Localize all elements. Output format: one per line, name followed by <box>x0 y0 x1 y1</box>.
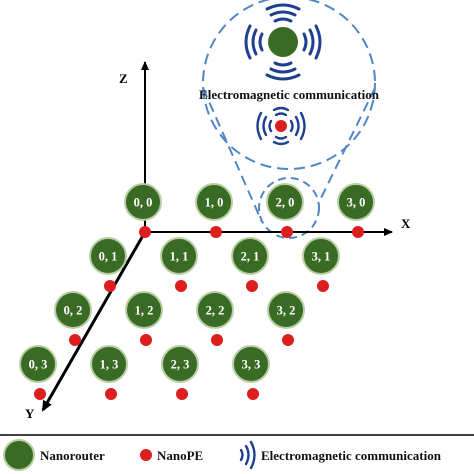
callout-label: Electromagnetic communication <box>199 87 380 102</box>
nanorouter-label: 3, 2 <box>277 304 296 318</box>
nanorouter-node: 2, 0 <box>266 183 304 221</box>
nanorouter-label: 1, 1 <box>170 250 189 264</box>
nanorouter-node: 0, 3 <box>19 345 57 383</box>
legend-nanorouter-label: Nanorouter <box>40 448 105 463</box>
nanorouter-circle <box>54 291 92 329</box>
callout: Electromagnetic communication <box>199 0 380 239</box>
nanorouter-circle <box>125 291 163 329</box>
nanorouter-circle <box>267 291 305 329</box>
nanorouter-label: 2, 3 <box>171 358 190 372</box>
callout-nanorouter <box>244 3 322 81</box>
nanope-node <box>282 334 294 346</box>
nanorouter-label: 3, 3 <box>242 358 261 372</box>
nanorouter-label: 2, 1 <box>241 250 260 264</box>
nanorouter-grid: 0, 0 1, 0 2, 0 3, 0 0, 1 1, 1 2, 1 3, 1 0, 2 1, 2… <box>19 183 375 383</box>
nanorouter-node: 1, 2 <box>125 291 163 329</box>
nanope-icon <box>275 120 287 132</box>
nanorouter-node: 0, 2 <box>54 291 92 329</box>
nanorouter-label: 0, 1 <box>99 250 118 264</box>
nanope-node <box>140 334 152 346</box>
nanope-node <box>246 280 258 292</box>
nanorouter-label: 0, 0 <box>134 196 153 210</box>
nanorouter-node: 3, 3 <box>232 345 270 383</box>
nanope-node <box>210 226 222 238</box>
nanorouter-label: 1, 3 <box>100 358 119 372</box>
nanorouter-circle <box>302 237 340 275</box>
nanorouter-circle <box>195 183 233 221</box>
legend-nanorouter-icon <box>3 439 35 471</box>
nanorouter-circle <box>89 237 127 275</box>
nanope-node <box>211 334 223 346</box>
legend-wave-icon <box>239 440 256 470</box>
nanope-node <box>34 388 46 400</box>
nanorouter-node: 2, 3 <box>161 345 199 383</box>
nanorouter-circle <box>231 237 269 275</box>
legend-nanope-icon <box>140 449 152 461</box>
nanorouter-node: 2, 2 <box>196 291 234 329</box>
callout-connector-left <box>202 87 263 223</box>
legend-nanope-label: NanoPE <box>157 448 203 463</box>
nanorouter-icon <box>268 27 298 57</box>
callout-circle <box>202 0 376 170</box>
nanorouter-circle <box>160 237 198 275</box>
nanope-node <box>104 280 116 292</box>
nanorouter-label: 3, 0 <box>347 196 366 210</box>
nanorouter-label: 1, 0 <box>205 196 224 210</box>
nanope-node <box>247 388 259 400</box>
nanorouter-node: 2, 1 <box>231 237 269 275</box>
nanope-node <box>175 280 187 292</box>
nanorouter-label: 3, 1 <box>312 250 331 264</box>
legend: Nanorouter NanoPE Electromagnetic commun… <box>0 434 474 471</box>
nanorouter-label: 2, 0 <box>276 196 295 210</box>
nanorouter-node: 1, 1 <box>160 237 198 275</box>
nanorouter-circle <box>337 183 375 221</box>
wave-icon <box>244 3 322 81</box>
axes: Z X Y <box>25 61 411 421</box>
nanope-node <box>69 334 81 346</box>
nanorouter-circle <box>161 345 199 383</box>
z-axis-label: Z <box>119 71 128 86</box>
nanope-node <box>139 226 151 238</box>
nanorouter-node: 3, 1 <box>302 237 340 275</box>
nanorouter-node: 1, 0 <box>195 183 233 221</box>
nanorouter-node: 1, 3 <box>90 345 128 383</box>
nanorouter-node: 0, 0 <box>124 183 162 221</box>
nanorouter-circle <box>266 183 304 221</box>
nanope-node <box>176 388 188 400</box>
nanope-node <box>317 280 329 292</box>
nanorouter-label: 0, 3 <box>29 358 48 372</box>
y-axis <box>41 231 147 412</box>
highlight-circle <box>258 177 320 239</box>
wave-icon <box>256 106 306 146</box>
nanorouter-circle <box>232 345 270 383</box>
legend-em-label: Electromagnetic communication <box>261 448 442 463</box>
nanorouter-node: 0, 1 <box>89 237 127 275</box>
nanope-node <box>105 388 117 400</box>
nanorouter-label: 0, 2 <box>64 304 83 318</box>
y-axis-label: Y <box>25 406 35 421</box>
x-axis-label: X <box>401 216 411 231</box>
nanorouter-label: 1, 2 <box>135 304 154 318</box>
nanorouter-node: 3, 0 <box>337 183 375 221</box>
callout-nanope <box>256 106 306 146</box>
nanope-node <box>352 226 364 238</box>
nanorouter-circle <box>19 345 57 383</box>
callout-connector-right <box>319 87 376 201</box>
nanorouter-circle <box>196 291 234 329</box>
nanorouter-node: 3, 2 <box>267 291 305 329</box>
nanorouter-circle <box>90 345 128 383</box>
nanope-node <box>281 226 293 238</box>
nanope-grid <box>34 226 364 400</box>
nanorouter-label: 2, 2 <box>206 304 225 318</box>
nanorouter-circle <box>124 183 162 221</box>
